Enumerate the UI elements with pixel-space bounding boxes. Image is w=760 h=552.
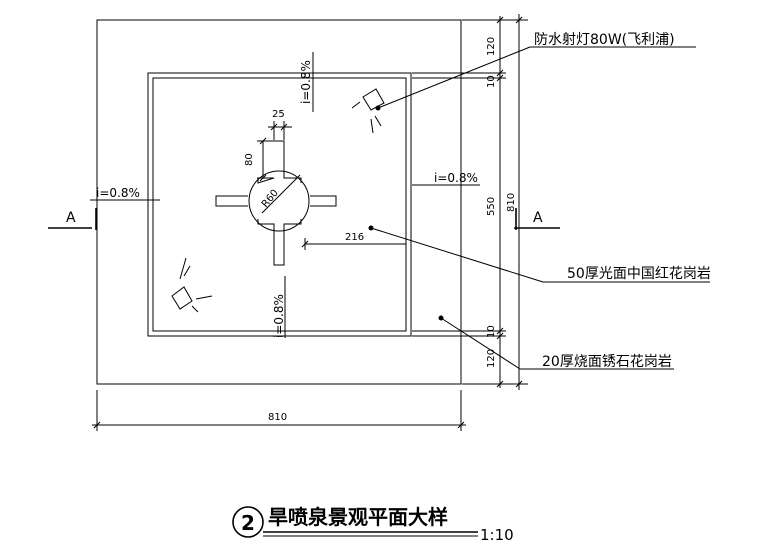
dim-offset: 216	[301, 232, 406, 250]
arm-length-label: 80	[244, 153, 255, 166]
svg-text:A: A	[66, 210, 76, 226]
lamp-symbol-bottom-left	[171, 257, 213, 313]
svg-text:i=0.8%: i=0.8%	[272, 294, 286, 338]
arm-width-label: 25	[272, 109, 285, 120]
svg-text:i=0.8%: i=0.8%	[299, 60, 313, 104]
svg-text:A: A	[533, 210, 543, 226]
title-number: 2	[241, 511, 255, 535]
svg-text:i=0.8%: i=0.8%	[96, 186, 140, 200]
drawing-title: 2 旱喷泉景观平面大样 1:10	[232, 505, 514, 544]
svg-text:810: 810	[268, 412, 287, 423]
fountain-nozzle-cross: R60	[215, 140, 337, 266]
dim-arm-length: 80	[244, 137, 274, 182]
slope-left: i=0.8%	[90, 186, 160, 201]
inner-frame-inner	[152, 77, 407, 332]
svg-text:120: 120	[486, 37, 497, 56]
section-mark-left: A	[48, 208, 97, 230]
callout-light: 防水射灯80W(飞利浦)	[377, 32, 696, 109]
slope-top: i=0.8%	[299, 52, 314, 112]
svg-text:10: 10	[486, 325, 497, 338]
callout-polished-text: 50厚光面中国红花岗岩	[567, 266, 711, 282]
dim-bottom-width: 810	[92, 390, 466, 431]
outer-slab-outline	[96, 19, 462, 385]
svg-text:i=0.8%: i=0.8%	[434, 171, 478, 185]
slope-bottom: i=0.8%	[272, 276, 286, 338]
callout-flamed: 20厚烧面锈石花岗岩	[438, 315, 674, 370]
svg-text:550: 550	[486, 197, 497, 216]
title-number-circle	[232, 506, 264, 538]
callout-flamed-text: 20厚烧面锈石花岗岩	[542, 354, 672, 370]
dim-right-chain: 120 10 550 10 120	[412, 16, 528, 388]
dim-right-total: 810	[506, 14, 523, 390]
svg-text:120: 120	[486, 349, 497, 368]
title-text: 旱喷泉景观平面大样	[268, 505, 448, 529]
lamp-symbol-top-right	[351, 88, 385, 134]
radius-line	[261, 174, 301, 214]
nozzle-circle	[248, 170, 310, 232]
section-mark-right: A	[514, 208, 560, 230]
slope-right: i=0.8%	[412, 171, 480, 186]
title-scale: 1:10	[480, 526, 514, 544]
inner-frame-outer	[147, 72, 412, 337]
offset-label: 216	[345, 232, 364, 243]
callout-light-text: 防水射灯80W(飞利浦)	[534, 32, 675, 48]
callout-polished: 50厚光面中国红花岗岩	[368, 225, 711, 283]
radius-label: R60	[260, 188, 281, 210]
svg-text:10: 10	[486, 75, 497, 88]
svg-text:810: 810	[506, 193, 517, 212]
dim-arm-width: 25	[268, 109, 292, 140]
